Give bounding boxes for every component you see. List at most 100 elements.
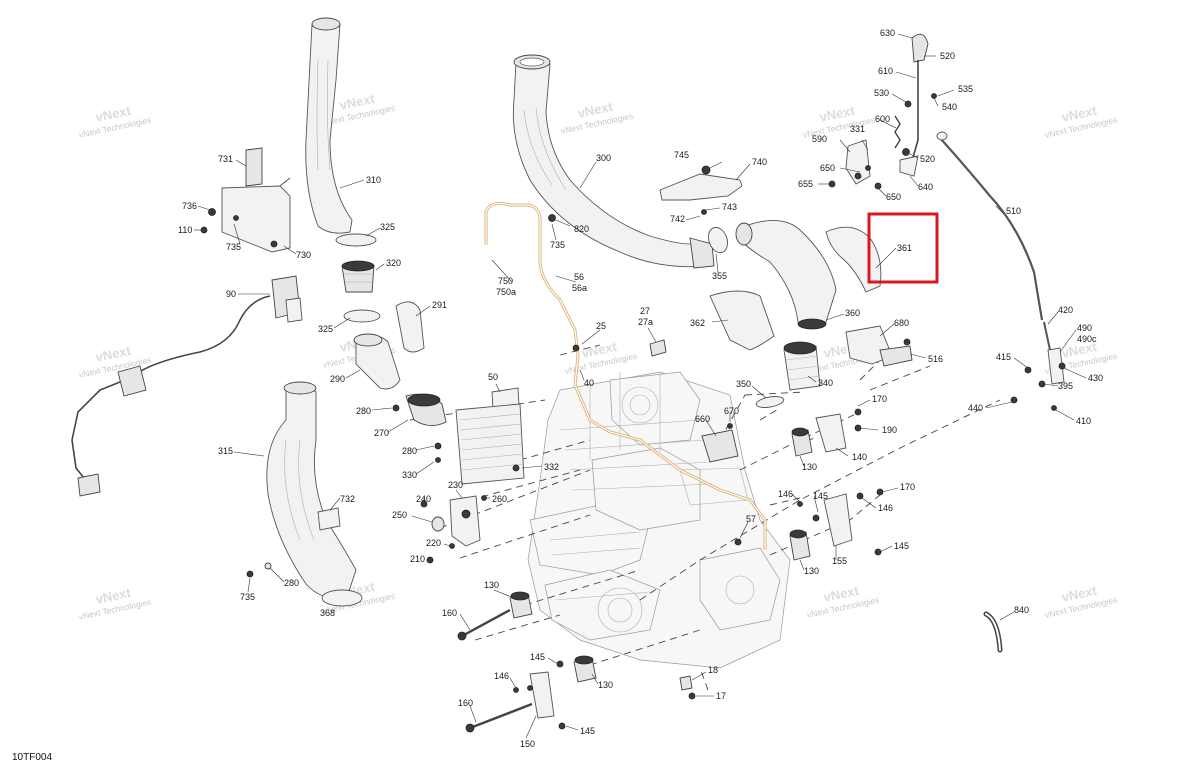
bracket-732 xyxy=(317,507,341,531)
callout-17: 17 xyxy=(716,691,726,701)
callout-415: 415 xyxy=(996,352,1011,362)
callout-145: 145 xyxy=(530,652,545,662)
clamp-325 xyxy=(335,233,377,247)
mount-130 xyxy=(509,591,533,619)
callout-735: 735 xyxy=(550,240,565,250)
screw-25 xyxy=(572,344,580,352)
watermark-logo: vNext xyxy=(580,339,618,361)
callout-600: 600 xyxy=(875,114,890,124)
callout-510: 510 xyxy=(1006,206,1021,216)
filter-340 xyxy=(783,341,821,391)
callout-150: 150 xyxy=(520,739,535,749)
callout-300: 300 xyxy=(596,153,611,163)
callout-56a: 56a xyxy=(572,283,587,293)
clamp-368 xyxy=(321,589,363,607)
callout-260: 260 xyxy=(492,494,507,504)
callout-610: 610 xyxy=(878,66,893,76)
callout-146: 146 xyxy=(778,489,793,499)
duct-360 xyxy=(735,220,837,330)
callout-736: 736 xyxy=(182,201,197,211)
callout-230: 230 xyxy=(448,480,463,490)
callout-490: 490 xyxy=(1077,323,1092,333)
callout-742: 742 xyxy=(670,214,685,224)
callout-395: 395 xyxy=(1058,381,1073,391)
assembly-guide-lines xyxy=(409,344,1001,691)
clamp-280 xyxy=(264,562,272,570)
callout-360: 360 xyxy=(845,308,860,318)
callout-325: 325 xyxy=(380,222,395,232)
watermark-logo: vNext xyxy=(94,343,132,365)
mount-230 xyxy=(449,495,481,547)
connector-320 xyxy=(341,260,375,293)
callout-368: 368 xyxy=(320,608,335,618)
callout-280: 280 xyxy=(402,446,417,456)
clamp-280 xyxy=(392,404,400,412)
spacer-250 xyxy=(431,516,445,532)
callout-520: 520 xyxy=(940,51,955,61)
rod-end-510 xyxy=(936,131,948,141)
heat-shield-361 xyxy=(825,226,882,293)
callout-840: 840 xyxy=(1014,605,1029,615)
callout-27: 27 xyxy=(640,306,650,316)
diagram-code: 10TF004 xyxy=(12,752,53,763)
sensor-18 xyxy=(679,675,693,691)
callout-743: 743 xyxy=(722,202,737,212)
callout-535: 535 xyxy=(958,84,973,94)
bracket-660 xyxy=(701,429,739,463)
callout-530: 530 xyxy=(874,88,889,98)
callout-590: 590 xyxy=(812,134,827,144)
callout-146: 146 xyxy=(494,671,509,681)
callout-340: 340 xyxy=(818,378,833,388)
actuator-90 xyxy=(71,275,303,497)
callout-labels: 630 520 610 535 530 540 600 331 590 520 … xyxy=(178,28,1103,749)
screw-735 xyxy=(246,570,254,578)
screw-820 xyxy=(548,214,556,222)
callout-90: 90 xyxy=(226,289,236,299)
callout-750a: 750a xyxy=(496,287,516,297)
callout-490c: 490c xyxy=(1077,334,1097,344)
fastener-670 xyxy=(727,423,733,429)
callout-170: 170 xyxy=(900,482,915,492)
callout-745: 745 xyxy=(674,150,689,160)
nut-145 xyxy=(556,660,564,668)
callout-130: 130 xyxy=(598,680,613,690)
callout-630: 630 xyxy=(880,28,895,38)
callout-731: 731 xyxy=(218,154,233,164)
bolt-160 xyxy=(469,702,533,730)
watermark-logo: vNext xyxy=(1060,339,1098,361)
callout-50: 50 xyxy=(488,372,498,382)
callout-140: 140 xyxy=(852,452,867,462)
callout-240: 240 xyxy=(416,494,431,504)
callout-310: 310 xyxy=(366,175,381,185)
callout-516: 516 xyxy=(928,354,943,364)
callout-146: 146 xyxy=(878,503,893,513)
callout-280: 280 xyxy=(284,578,299,588)
callout-220: 220 xyxy=(426,538,441,548)
callout-160: 160 xyxy=(458,698,473,708)
callout-160: 160 xyxy=(442,608,457,618)
mount-130 xyxy=(573,655,597,683)
callout-750: 750 xyxy=(498,276,513,286)
cooler-module xyxy=(455,403,525,485)
callout-280: 280 xyxy=(356,406,371,416)
callout-640: 640 xyxy=(918,182,933,192)
watermark-logo: vNext xyxy=(576,99,614,121)
linkage-490 xyxy=(1010,321,1066,411)
heat-shield-362 xyxy=(709,290,775,351)
callout-540: 540 xyxy=(942,102,957,112)
screw-330 xyxy=(435,457,441,463)
duct-315 xyxy=(266,381,357,601)
bracket-730 xyxy=(200,147,291,253)
watermark-logo: vNext xyxy=(94,585,132,607)
watermark-logo: vNext xyxy=(338,91,376,113)
callout-190: 190 xyxy=(882,425,897,435)
washer-146 xyxy=(527,685,533,691)
intake-boot-290 xyxy=(353,333,401,390)
part-27 xyxy=(649,339,667,357)
callout-650: 650 xyxy=(820,163,835,173)
clamp-355 xyxy=(707,226,729,254)
boot-291 xyxy=(395,301,425,353)
intake-duct-300 xyxy=(512,54,715,269)
callout-440: 440 xyxy=(968,403,983,413)
callout-410: 410 xyxy=(1076,416,1091,426)
